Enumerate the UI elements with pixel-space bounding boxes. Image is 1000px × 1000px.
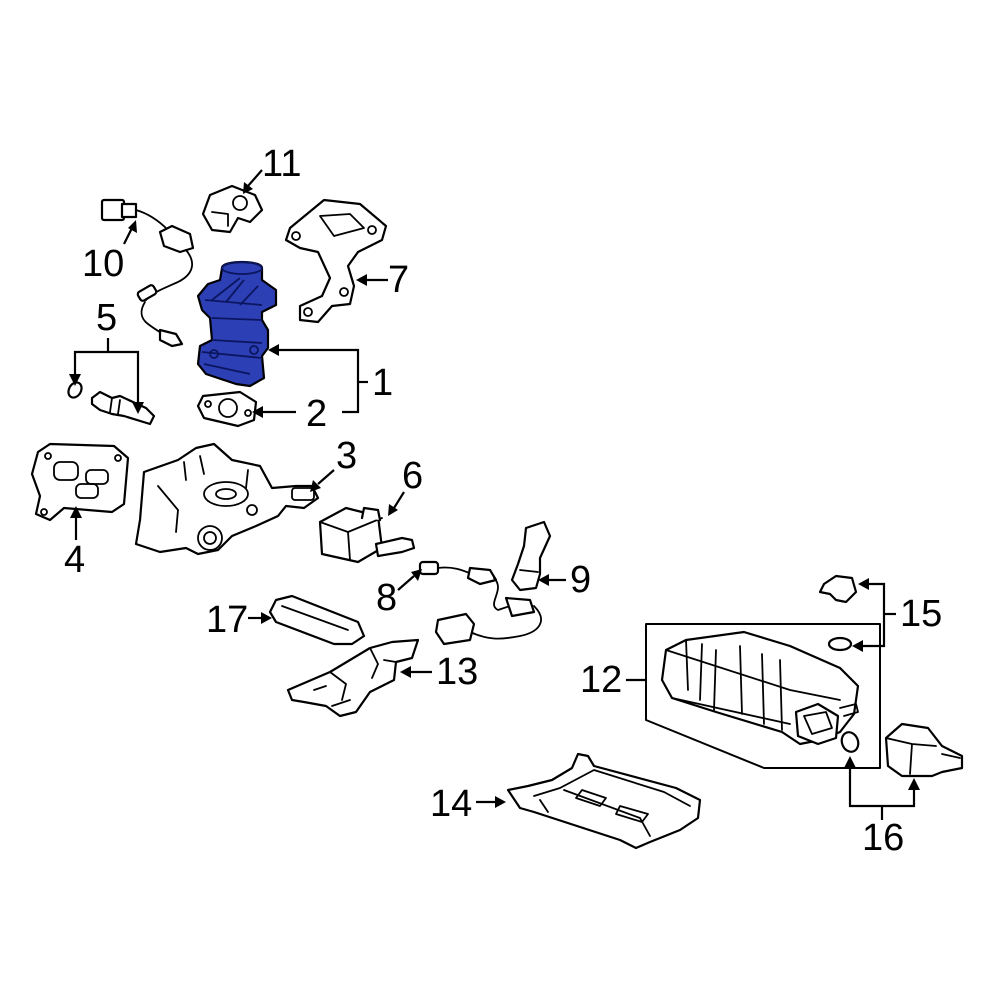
callout-15: 15 <box>900 593 942 635</box>
part-7-bracket[interactable] <box>284 198 388 324</box>
part-8-harness[interactable] <box>418 560 542 646</box>
callout-4: 4 <box>64 539 85 581</box>
callout-3: 3 <box>336 435 357 477</box>
part-10-oxygen-sensor[interactable] <box>100 198 195 348</box>
callout-5: 5 <box>96 297 117 339</box>
callout-12: 12 <box>580 659 622 701</box>
callout-10: 10 <box>82 243 124 285</box>
callout-labels: 11 10 7 5 1 2 3 6 4 8 9 17 13 12 15 14 1… <box>64 143 942 859</box>
part-1-egr-valve[interactable] <box>196 260 278 388</box>
callout-1: 1 <box>372 362 393 404</box>
callout-8: 8 <box>376 577 397 619</box>
callout-11: 11 <box>262 143 301 185</box>
part-2-gasket[interactable] <box>196 390 258 428</box>
callout-17: 17 <box>206 599 248 641</box>
part-12-canister-group[interactable] <box>645 623 881 769</box>
callout-16: 16 <box>862 817 904 859</box>
part-17-pad[interactable] <box>268 594 366 646</box>
part-6-sensor-box[interactable] <box>318 506 416 564</box>
callout-2: 2 <box>306 393 327 435</box>
callout-7: 7 <box>388 259 409 301</box>
part-11-sensor[interactable] <box>201 184 264 234</box>
part-14-skid-plate[interactable] <box>506 752 702 850</box>
part-16-valve-block[interactable] <box>839 722 964 778</box>
part-13-heat-shield[interactable] <box>286 638 420 718</box>
part-9-bracket[interactable] <box>510 520 552 592</box>
part-15-clip[interactable] <box>818 574 858 652</box>
part-5-injector[interactable] <box>66 380 156 426</box>
callout-14: 14 <box>430 783 472 825</box>
leader-lines <box>69 169 920 820</box>
callout-6: 6 <box>402 455 423 497</box>
part-4-plate-gasket[interactable] <box>30 442 130 522</box>
callout-13: 13 <box>436 651 478 693</box>
part-3-housing[interactable] <box>134 442 320 556</box>
callout-9: 9 <box>570 559 591 601</box>
